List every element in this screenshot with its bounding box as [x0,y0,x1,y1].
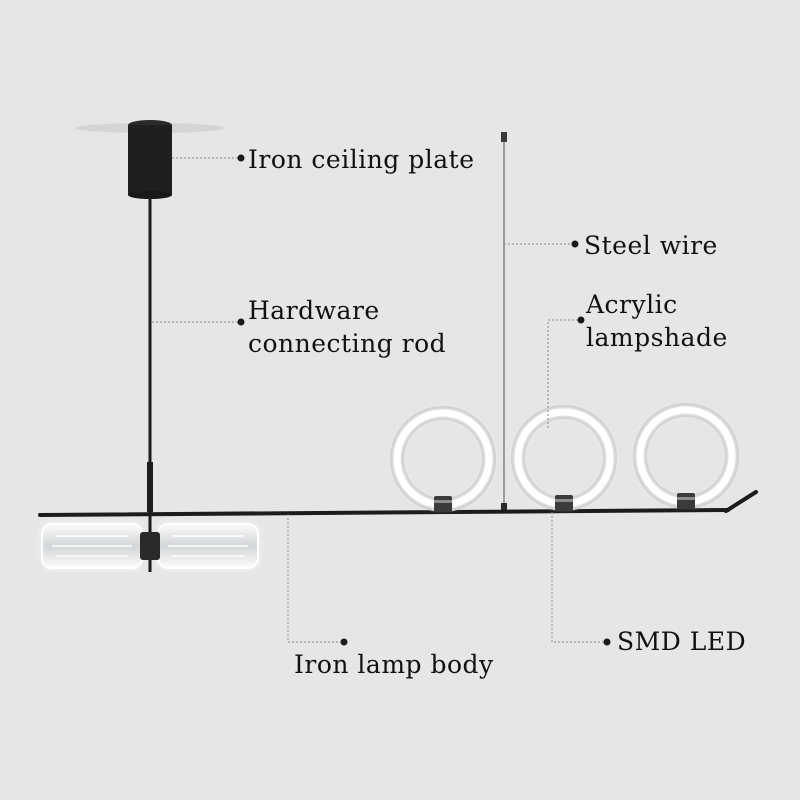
dot-acrylic-shade [577,316,585,324]
led-holder-2 [555,495,573,511]
leader-smd-led [551,512,604,643]
dot-steel-wire [571,240,579,248]
label-hardware-connecting-rod: Hardware connecting rod [248,296,447,358]
dot-smd-led [603,638,611,646]
led-holder-3 [677,493,695,509]
led-holder-1 [434,496,452,512]
connecting-rod [148,195,152,470]
wire-anchor [501,132,507,142]
label-iron-lamp-body: Iron lamp body [294,650,494,679]
lamp-body-bar [38,508,730,517]
ring-shade-2 [511,405,617,511]
disc-shade-left [41,523,143,569]
dot-ceiling-plate [237,154,245,162]
ring-shade-3 [633,403,739,509]
leader-acrylic-shade [547,319,578,428]
leader-lamp-body [287,514,342,643]
disc-hub [140,532,160,560]
label-iron-ceiling-plate: Iron ceiling plate [248,145,475,174]
rod-coupler [147,462,153,512]
wire-clamp [501,503,507,513]
lamp-body-bend [724,490,758,513]
ceiling-plate [128,120,172,199]
label-acrylic-lampshade: Acrylic lampshade [586,290,728,352]
ring-shade-1 [390,406,496,512]
disc-shade-right [157,523,259,569]
label-steel-wire: Steel wire [584,231,718,260]
dot-connecting-rod [237,318,245,326]
dot-lamp-body [340,638,348,646]
label-smd-led: SMD LED [617,627,747,656]
